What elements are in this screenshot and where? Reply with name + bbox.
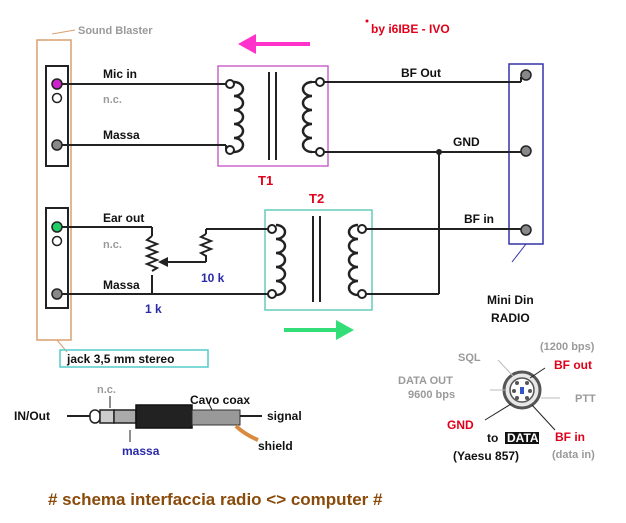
gnd-label: GND [453,135,480,149]
bf-in-label: BF in [464,212,494,226]
nc-pin-top [51,92,63,104]
t1-primary-coil [233,80,245,154]
coax-shield [234,424,259,442]
cavo-coax-label: Cavo coax [190,393,250,407]
mini-din-connector [508,63,544,263]
radio-label: RADIO [491,311,530,325]
din-bf-in-label: BF in [555,430,585,444]
t2-frame [264,209,373,311]
data-out-label: DATA OUT [398,375,453,387]
t2-label: T2 [309,191,324,206]
massa-pin-bottom [51,288,63,300]
bps-9600-label: 9600 bps [408,389,455,401]
gnd-pin [520,145,532,157]
massa-label-bottom: Massa [103,278,140,292]
ear-out-label: Ear out [103,211,144,225]
resistor-10k-label: 10 k [201,271,225,285]
massa-pin-top [51,139,63,151]
din-gnd-label: GND [447,418,474,432]
bps-1200-label: (1200 bps) [540,341,595,353]
mic-jack-block [45,65,69,167]
nc-label-mid: n.c. [103,239,122,251]
t1-secondary-coil [301,80,313,154]
ear-pin [51,221,63,233]
jack-title: jack 3,5 mm stereo [66,352,174,366]
bf-out-pin [520,69,532,81]
massa-label: massa [122,444,160,458]
sql-label: SQL [458,352,481,364]
jack-tip [89,409,101,424]
shield-label: shield [258,439,293,453]
bf-out-label: BF Out [401,66,441,80]
t2-primary-coil [275,223,287,297]
author-credit: by i6IBE - IVO [371,22,450,36]
ptt-label: PTT [575,393,596,405]
potentiometer-1k-label: 1 k [145,302,162,316]
mic-pin [51,78,63,90]
wiring [62,77,522,299]
green-arrow [284,320,354,340]
mini-din-label: Mini Din [487,293,534,307]
t1-label: T1 [258,173,273,188]
pink-arrow [238,34,310,54]
t1-frame [217,65,329,167]
sound-blaster-label: Sound Blaster [78,25,153,37]
to-label: to [487,431,498,445]
bf-in-pin [520,224,532,236]
jack-plug [59,349,262,442]
nc-pin-mid [51,235,63,247]
jack-nc-label: n.c. [97,384,116,396]
data-label: DATA [507,431,539,445]
jack-ring [99,409,115,424]
jack-body [135,404,193,429]
sound-blaster-frame [36,39,72,341]
massa-label-top: Massa [103,128,140,142]
data-in-label: (data in) [552,449,595,461]
mic-in-label: Mic in [103,67,137,81]
mini-din-leader [511,243,527,263]
coax-cable [191,409,241,426]
din-bf-out-label: BF out [554,358,592,372]
din-connector-face [484,359,560,444]
jack-title-frame [59,349,209,368]
ear-jack-block [45,207,69,309]
jack-in-out-label: IN/Out [14,409,50,423]
jack-sleeve [113,409,137,424]
data-badge [505,432,539,444]
potentiometer-1k [144,235,160,272]
sound-blaster-connector [36,29,76,353]
author-dot [365,19,369,23]
signal-label: signal [267,409,302,423]
footer-title: # schema interfaccia radio <> computer # [48,490,383,509]
transformer-t2 [264,209,373,311]
sound-blaster-leader [51,29,76,35]
yaesu-label: (Yaesu 857) [453,449,519,463]
wiper-arrow [158,257,168,267]
transformer-t1 [217,65,329,167]
t2-secondary-coil [347,223,359,297]
nc-label-top: n.c. [103,94,122,106]
resistor-10k [198,233,214,262]
